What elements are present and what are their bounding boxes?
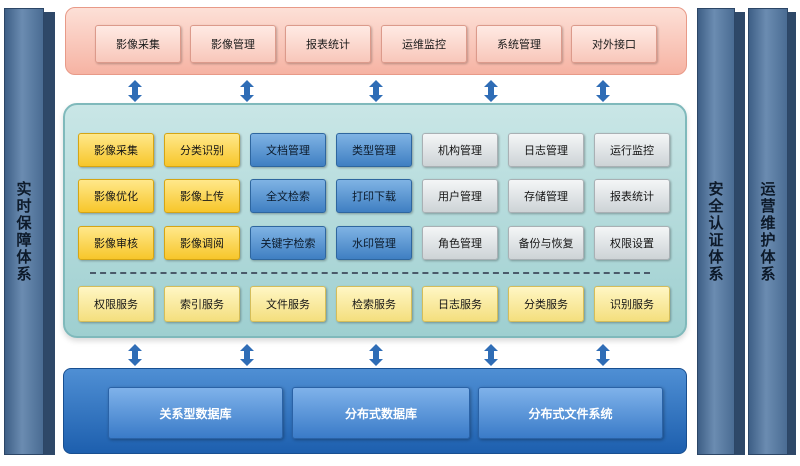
module-cell[interactable]: 影像调阅 xyxy=(164,226,240,260)
module-cell[interactable]: 角色管理 xyxy=(422,226,498,260)
module-cell[interactable]: 存储管理 xyxy=(508,179,584,213)
service-cell[interactable]: 分类服务 xyxy=(508,286,584,322)
right-pillar-operations: 运营维护体系 xyxy=(748,8,788,455)
top-module[interactable]: 报表统计 xyxy=(285,25,371,63)
top-module[interactable]: 影像管理 xyxy=(190,25,276,63)
top-module[interactable]: 影像采集 xyxy=(95,25,181,63)
storage-distributed-fs[interactable]: 分布式文件系统 xyxy=(478,387,663,439)
module-cell[interactable]: 分类识别 xyxy=(164,133,240,167)
module-cell[interactable]: 用户管理 xyxy=(422,179,498,213)
module-cell[interactable]: 权限设置 xyxy=(594,226,670,260)
double-arrow-icon xyxy=(596,344,610,366)
module-cell[interactable]: 机构管理 xyxy=(422,133,498,167)
storage-relational-db[interactable]: 关系型数据库 xyxy=(108,387,283,439)
storage-distributed-db[interactable]: 分布式数据库 xyxy=(292,387,470,439)
right-pillar-operations-label: 运营维护体系 xyxy=(758,180,777,283)
double-arrow-icon xyxy=(128,344,142,366)
right-pillar-shadow xyxy=(735,12,745,455)
service-cell[interactable]: 权限服务 xyxy=(78,286,154,322)
double-arrow-icon xyxy=(596,80,610,102)
module-cell[interactable]: 类型管理 xyxy=(336,133,412,167)
top-module[interactable]: 运维监控 xyxy=(381,25,467,63)
double-arrow-icon xyxy=(240,80,254,102)
left-pillar-label: 实时保障体系 xyxy=(14,180,33,283)
module-cell[interactable]: 影像审核 xyxy=(78,226,154,260)
service-cell[interactable]: 检索服务 xyxy=(336,286,412,322)
top-module[interactable]: 对外接口 xyxy=(571,25,657,63)
module-cell[interactable]: 影像上传 xyxy=(164,179,240,213)
double-arrow-icon xyxy=(484,344,498,366)
module-cell[interactable]: 打印下载 xyxy=(336,179,412,213)
left-pillar-shadow xyxy=(41,12,55,455)
double-arrow-icon xyxy=(128,80,142,102)
module-cell[interactable]: 备份与恢复 xyxy=(508,226,584,260)
double-arrow-icon xyxy=(369,80,383,102)
module-cell[interactable]: 运行监控 xyxy=(594,133,670,167)
service-cell[interactable]: 识别服务 xyxy=(594,286,670,322)
service-cell[interactable]: 文件服务 xyxy=(250,286,326,322)
module-cell[interactable]: 文档管理 xyxy=(250,133,326,167)
double-arrow-icon xyxy=(484,80,498,102)
module-cell[interactable]: 影像采集 xyxy=(78,133,154,167)
right-pillar-security: 安全认证体系 xyxy=(697,8,735,455)
module-cell[interactable]: 日志管理 xyxy=(508,133,584,167)
module-cell[interactable]: 报表统计 xyxy=(594,179,670,213)
left-pillar: 实时保障体系 xyxy=(4,8,44,455)
right-pillar-shadow-2 xyxy=(788,12,796,455)
top-module[interactable]: 系统管理 xyxy=(476,25,562,63)
double-arrow-icon xyxy=(240,344,254,366)
module-cell[interactable]: 影像优化 xyxy=(78,179,154,213)
service-cell[interactable]: 日志服务 xyxy=(422,286,498,322)
right-pillar-security-label: 安全认证体系 xyxy=(706,180,725,283)
separator-line xyxy=(90,272,650,274)
module-cell[interactable]: 关键字检索 xyxy=(250,226,326,260)
module-cell[interactable]: 全文检索 xyxy=(250,179,326,213)
service-cell[interactable]: 索引服务 xyxy=(164,286,240,322)
module-cell[interactable]: 水印管理 xyxy=(336,226,412,260)
double-arrow-icon xyxy=(369,344,383,366)
